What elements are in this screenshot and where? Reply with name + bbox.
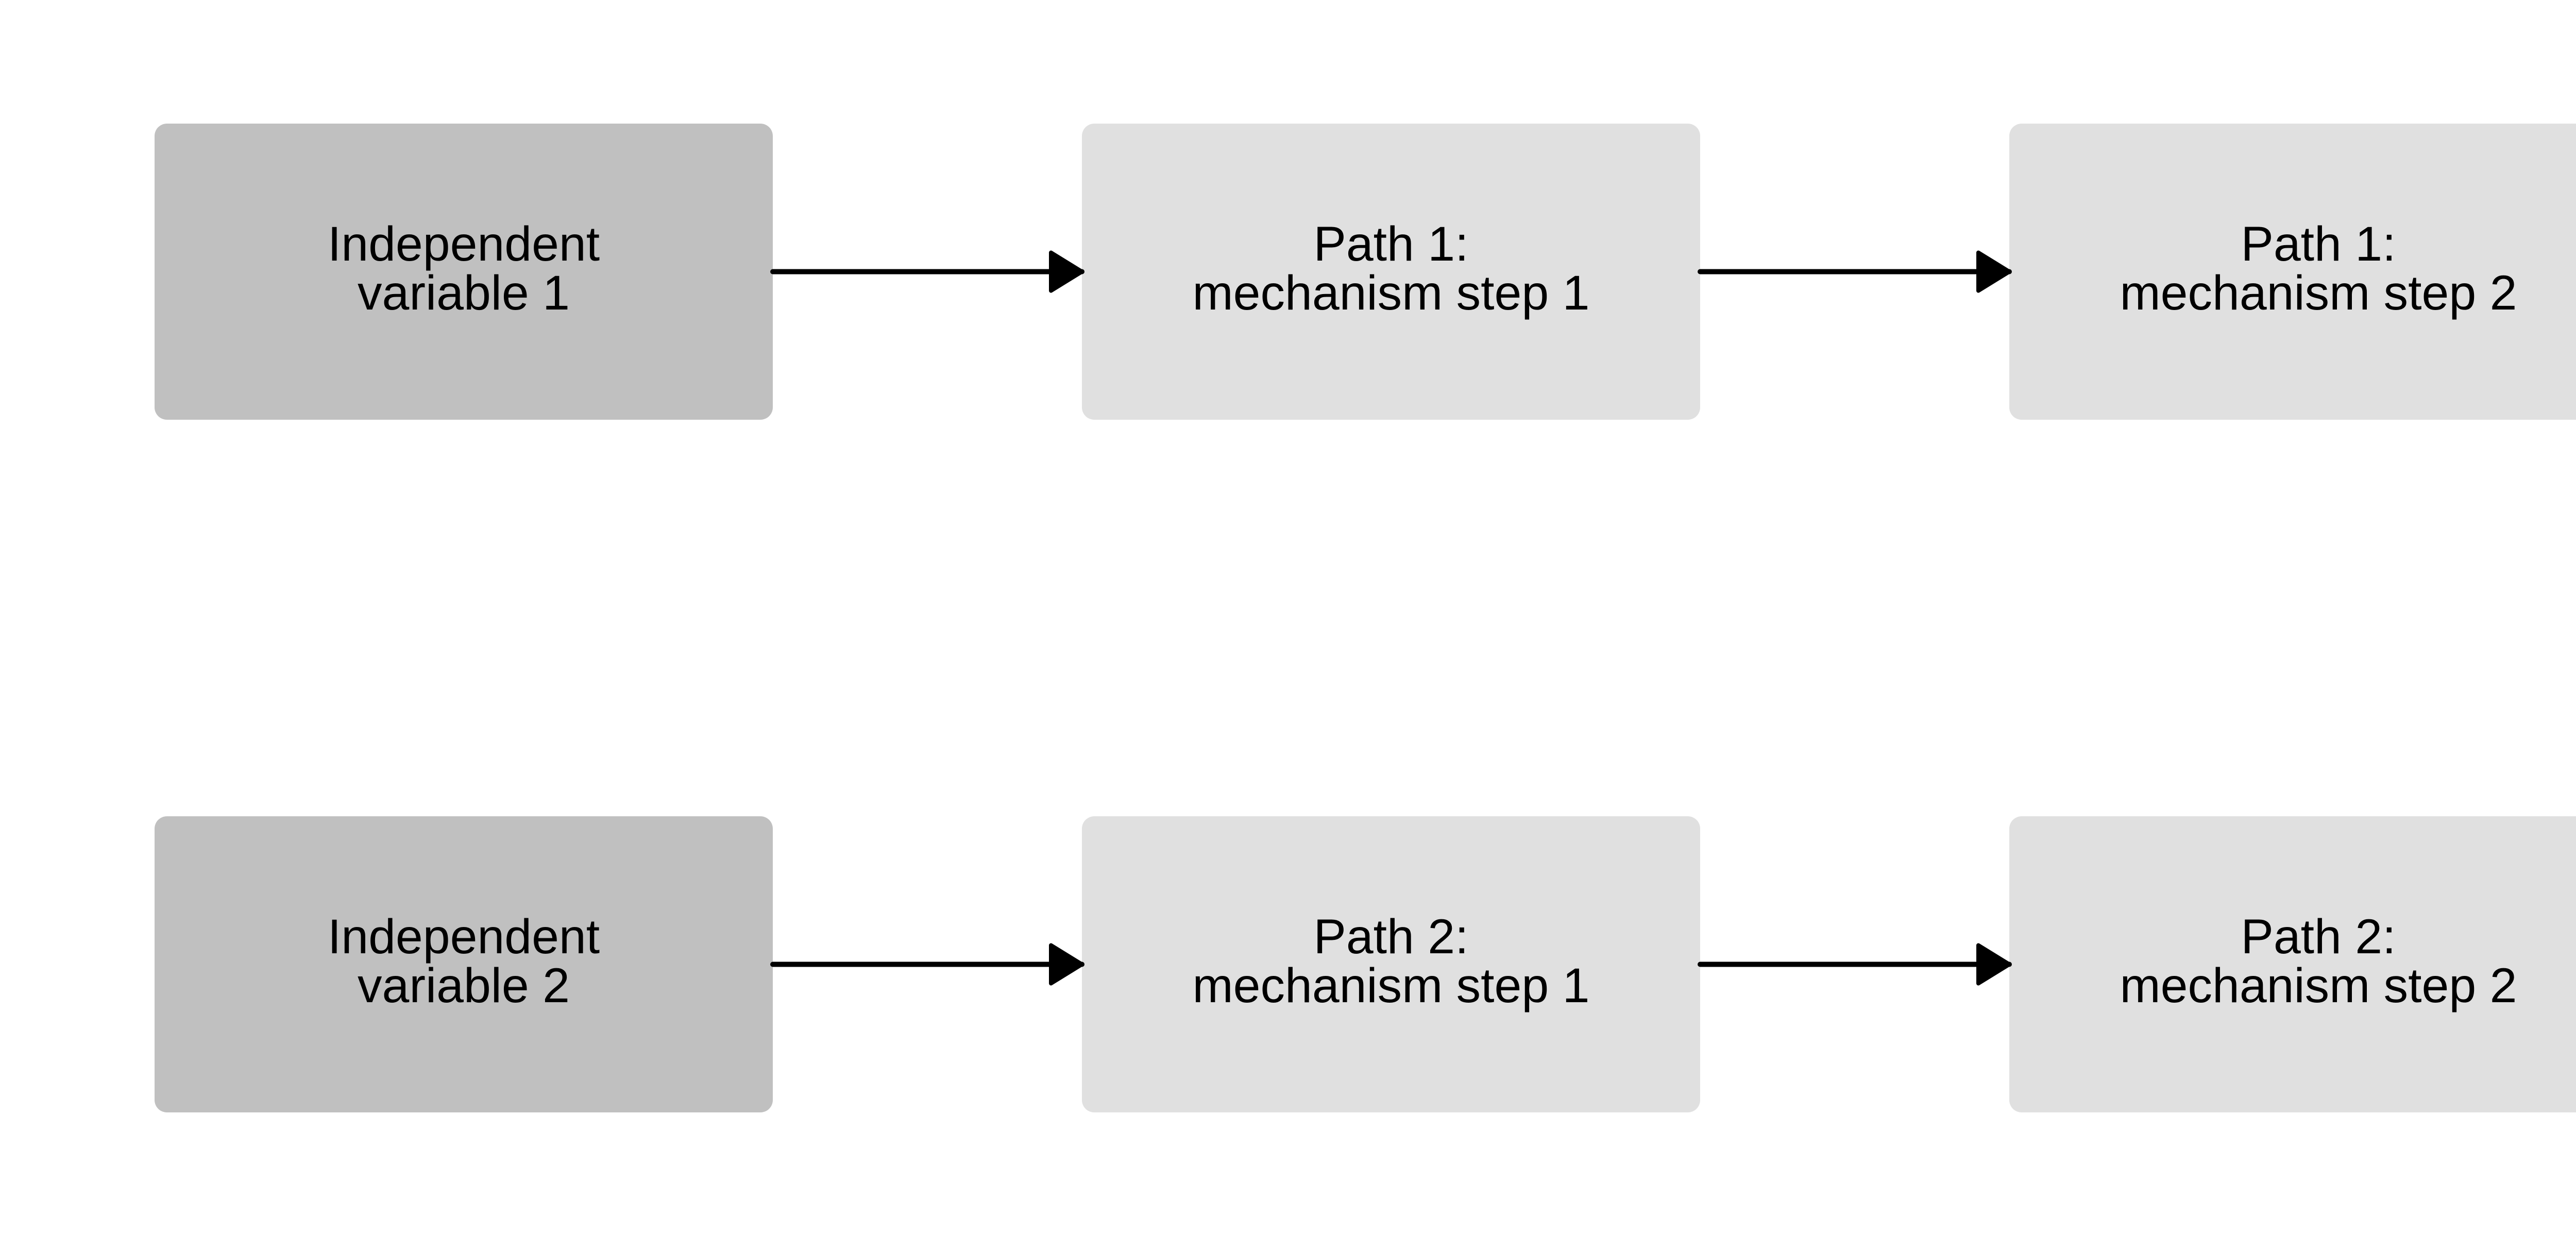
- svg-text:variable 1: variable 1: [358, 266, 570, 320]
- svg-text:Path 2:: Path 2:: [1313, 909, 1468, 964]
- svg-text:Path 2:: Path 2:: [2241, 909, 2396, 964]
- svg-text:Path 1:: Path 1:: [1313, 217, 1468, 271]
- svg-text:variable 2: variable 2: [358, 958, 570, 1013]
- svg-text:Independent: Independent: [328, 909, 600, 964]
- svg-text:mechanism step 2: mechanism step 2: [2120, 958, 2517, 1013]
- svg-text:Path 1:: Path 1:: [2241, 217, 2396, 271]
- svg-text:mechanism step 1: mechanism step 1: [1193, 266, 1590, 320]
- svg-text:mechanism step 1: mechanism step 1: [1193, 958, 1590, 1013]
- svg-text:mechanism step 2: mechanism step 2: [2120, 266, 2517, 320]
- svg-text:Independent: Independent: [328, 217, 600, 271]
